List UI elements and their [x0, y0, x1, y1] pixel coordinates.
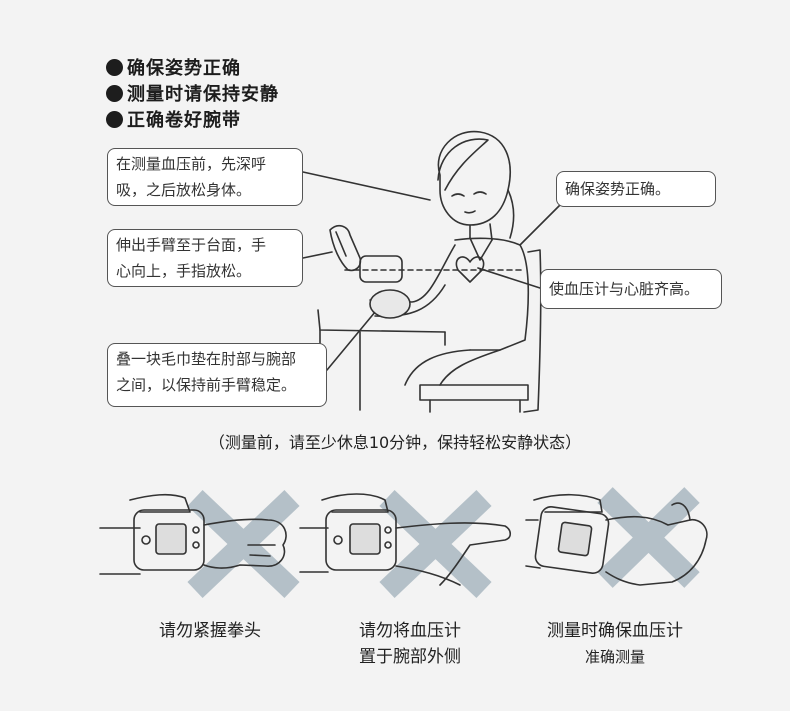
- wrist-monitor: [325, 509, 397, 571]
- callout-posture: 确保姿势正确。: [556, 171, 716, 207]
- bullet-dot-icon: [106, 111, 123, 128]
- cross-mark-icon: [597, 487, 700, 588]
- cross-mark-icon: [379, 490, 492, 598]
- heart-icon: [455, 256, 485, 283]
- monitor-strap: [321, 493, 389, 513]
- bullet-dot-icon: [106, 85, 123, 102]
- pointer-line: [302, 251, 333, 259]
- torso: [454, 237, 530, 351]
- towel: [369, 289, 411, 319]
- open-hand: [395, 522, 512, 586]
- callout-heart-level: 使血压计与心脏齐高。: [540, 269, 722, 309]
- monitor-strap: [533, 493, 603, 513]
- bullet-item: 确保姿势正确: [106, 56, 279, 82]
- wrong-label-fist: 请勿紧握拳头: [159, 621, 261, 641]
- forearm: [369, 244, 456, 303]
- chair-back: [523, 249, 542, 413]
- wrong-label-outside: 请勿将血压计 置于腕部外侧: [359, 621, 461, 667]
- instruction-list: 确保姿势正确 测量时请保持安静 正确卷好腕带: [106, 56, 279, 134]
- bent-hand: [605, 515, 708, 586]
- bullet-dot-icon: [106, 59, 123, 76]
- pointer-line: [302, 171, 431, 201]
- callout-towel: 叠一块毛巾垫在肘部与腕部 之间，以保持前手臂稳定。: [107, 343, 327, 407]
- wrong-label-accurate: 测量时确保血压计 准确测量: [547, 621, 683, 666]
- fist: [203, 518, 287, 569]
- head: [437, 130, 511, 226]
- wrong-example-tilted: [525, 487, 708, 588]
- pointer-line: [519, 204, 561, 246]
- wrong-example-fist: [99, 490, 300, 598]
- wrist-monitor: [534, 506, 610, 574]
- monitor-strap: [129, 493, 191, 513]
- callout-arm: 伸出手臂至于台面，手 心向上，手指放松。: [107, 229, 303, 287]
- wrist-monitor: [133, 509, 205, 571]
- hand: [329, 224, 362, 272]
- rest-caption: （测量前，请至少休息10分钟，保持轻松安静状态）: [208, 433, 582, 452]
- cross-mark-icon: [187, 490, 300, 598]
- wrong-example-outside: [299, 490, 512, 598]
- bullet-item: 测量时请保持安静: [106, 82, 279, 108]
- bullet-item: 正确卷好腕带: [106, 108, 279, 134]
- pointer-line: [477, 267, 541, 289]
- wrist-monitor: [359, 255, 403, 283]
- chair-seat: [419, 384, 529, 401]
- callout-breathe: 在测量血压前，先深呼 吸，之后放松身体。: [107, 148, 303, 206]
